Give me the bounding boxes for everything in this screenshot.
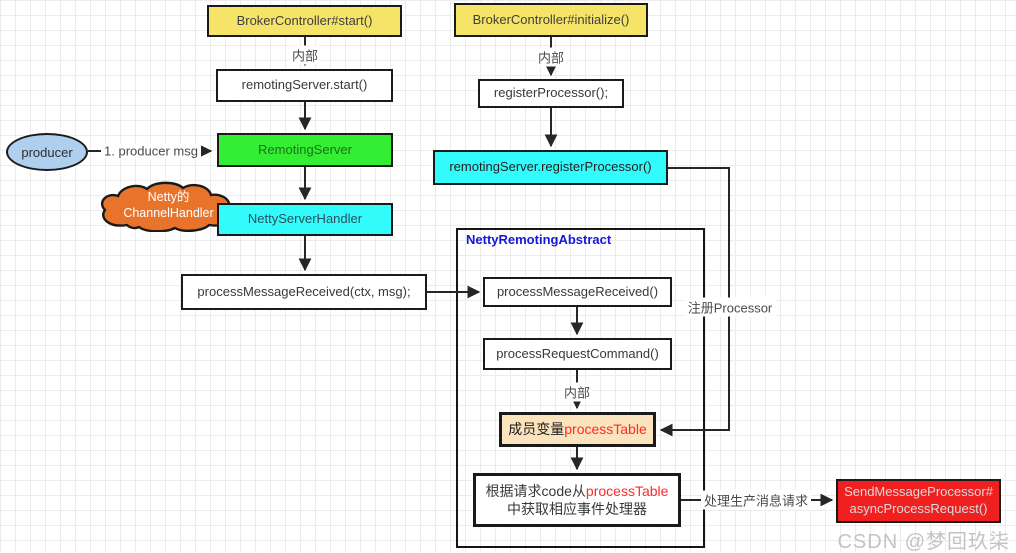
lookup-line1: 根据请求code从processTable bbox=[486, 482, 669, 500]
lookup-line1-red: processTable bbox=[585, 482, 669, 499]
container-title: NettyRemotingAbstract bbox=[466, 232, 612, 247]
cloud-text: Netty的 ChannelHandler bbox=[97, 180, 240, 232]
remoting-server-box: RemotingServer bbox=[217, 133, 393, 167]
process-table-prefix: 成员变量 bbox=[508, 421, 565, 438]
broker-initialize-box: BrokerController#initialize() bbox=[454, 3, 648, 37]
cloud-line2: ChannelHandler bbox=[123, 206, 214, 220]
send-message-processor-box: SendMessageProcessor# asyncProcessReques… bbox=[836, 479, 1001, 523]
internal-label-left: 内部 bbox=[288, 45, 322, 65]
process-message-received-box: processMessageReceived() bbox=[483, 277, 672, 307]
register-processor-box: registerProcessor(); bbox=[478, 79, 624, 108]
broker-start-box: BrokerController#start() bbox=[207, 5, 402, 37]
process-request-command-box: processRequestCommand() bbox=[483, 338, 672, 370]
remoting-register-processor-box: remotingServer.registerProcessor() bbox=[433, 150, 668, 185]
cloud-line1: Netty的 bbox=[147, 190, 190, 205]
netty-server-handler-box: NettyServerHandler bbox=[217, 203, 393, 236]
cloud-shape bbox=[100, 181, 232, 233]
internal-label-inner: 内部 bbox=[560, 382, 594, 402]
handle-produce-label: 处理生产消息请求 bbox=[700, 490, 812, 510]
send-processor-line2: asyncProcessRequest() bbox=[849, 501, 988, 516]
process-message-received-ctx-box: processMessageReceived(ctx, msg); bbox=[181, 274, 427, 310]
register-processor-label: 注册Processor bbox=[684, 297, 776, 317]
lookup-handler-box: 根据请求code从processTable 中获取相应事件处理器 bbox=[473, 473, 681, 527]
internal-label-right: 内部 bbox=[534, 47, 568, 67]
producer-ellipse: producer bbox=[6, 133, 88, 171]
lookup-line1-prefix: 根据请求code从 bbox=[485, 482, 586, 499]
csdn-watermark: CSDN @梦回玖柒 bbox=[837, 531, 1010, 553]
lookup-line2: 中获取相应事件处理器 bbox=[507, 501, 647, 517]
remoting-server-start-box: remotingServer.start() bbox=[216, 69, 393, 102]
process-table-name: processTable bbox=[564, 421, 647, 438]
producer-msg-label: 1. producer msg bbox=[101, 143, 201, 159]
netty-channelhandler-cloud: Netty的 ChannelHandler bbox=[97, 180, 240, 233]
send-processor-line1: SendMessageProcessor# bbox=[844, 484, 993, 500]
